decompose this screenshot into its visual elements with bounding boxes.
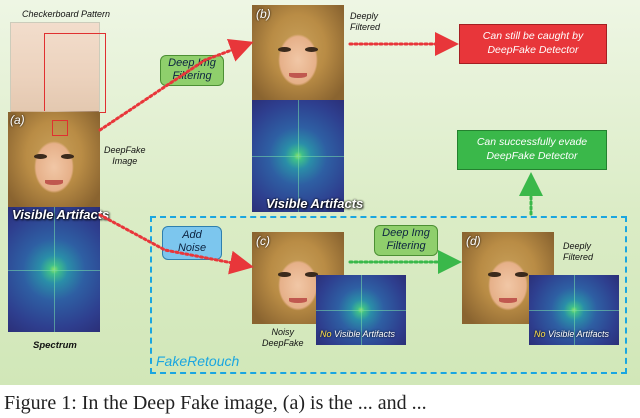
- deepfake-image-label: DeepFake Image: [104, 145, 146, 166]
- visible-artifacts-a: Visible Artifacts: [12, 207, 110, 222]
- deepfake-face-a: [8, 112, 100, 207]
- spectrum-label: Spectrum: [33, 340, 77, 351]
- caught-by-detector-box: Can still be caught by DeepFake Detector: [459, 24, 607, 64]
- label-d: (d): [466, 234, 481, 248]
- arrow-layer: [98, 32, 543, 275]
- deeply-filtered-d-label: Deeply Filtered: [563, 241, 594, 262]
- filtered-face-b: [252, 5, 344, 100]
- label-c: (c): [256, 234, 270, 248]
- label-a: (a): [10, 113, 25, 127]
- spectrum-c: [316, 275, 406, 345]
- deep-img-filtering-pill-2: Deep Img Filtering: [374, 225, 438, 256]
- no-visible-artifacts-c: No Visible Artifacts: [320, 329, 396, 339]
- noisy-deepfake-label: Noisy DeepFake: [262, 327, 304, 348]
- visible-artifacts-b: Visible Artifacts: [266, 196, 364, 211]
- arrow-a-to-b: [98, 39, 254, 132]
- spectrum-a: [8, 207, 100, 332]
- arrow-a-to-c: [98, 213, 254, 275]
- no-visible-artifacts-d: No Visible Artifacts: [534, 329, 610, 339]
- label-b: (b): [256, 7, 271, 21]
- spectrum-d: [529, 275, 619, 345]
- deeply-filtered-b-label: Deeply Filtered: [350, 11, 381, 32]
- checkerboard-label: Checkerboard Pattern: [22, 9, 111, 19]
- fakeretouch-region: [150, 216, 627, 374]
- zoom-marker: [52, 120, 68, 136]
- figure-caption: Figure 1: In the Deep Fake image, (a) is…: [4, 392, 427, 414]
- fakeretouch-label: FakeRetouch: [156, 353, 240, 369]
- evade-detector-box: Can successfully evade DeepFake Detector: [457, 130, 607, 170]
- spectrum-b: [252, 100, 344, 212]
- figure-panel: Checkerboard Pattern (a) DeepFake Image …: [0, 0, 640, 385]
